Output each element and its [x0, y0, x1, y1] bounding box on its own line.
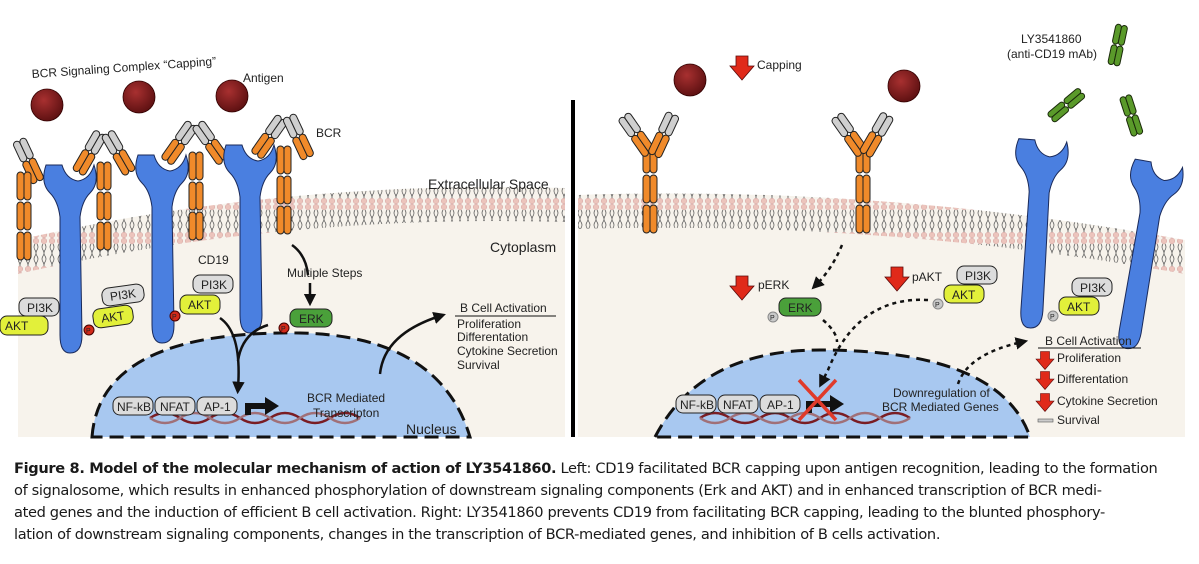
- svg-text:P: P: [172, 314, 177, 321]
- svg-text:ERK: ERK: [788, 301, 813, 315]
- pi3k-akt-left-1: PI3K AKT: [0, 297, 60, 336]
- antigen: [122, 80, 156, 114]
- dotted-arrow-akt-nucleus: [819, 298, 929, 388]
- arrow-erk-nucleus: [236, 323, 269, 362]
- svg-text:P: P: [281, 326, 286, 333]
- erk-left: ERK P: [278, 308, 333, 334]
- capping-down-arrow: [729, 55, 755, 81]
- membrane-left: [18, 187, 565, 274]
- pi3k-akt-left-3: PI3K AKT P: [169, 274, 234, 322]
- left-panel: BCR Signaling Complex “Capping” Antigen …: [0, 54, 565, 439]
- figure-caption: Figure 8. Model of the molecular mechani…: [14, 458, 1189, 546]
- membrane-right: [578, 193, 1185, 274]
- nucleus-label: Nucleus: [406, 421, 457, 437]
- antigen: [887, 69, 921, 103]
- activation-item: Cytokine Secretion: [457, 344, 558, 358]
- activation-item: Cytokine Secretion: [1057, 394, 1158, 408]
- transcription-label: BCR Mediated: [307, 391, 385, 405]
- capping-title-label: BCR Signaling Complex “Capping”: [31, 54, 216, 81]
- transcription-factors-right: NF-kB NFAT AP-1: [675, 394, 801, 414]
- svg-text:PI3K: PI3K: [201, 278, 227, 292]
- drug-label: (anti-CD19 mAb): [1007, 47, 1097, 61]
- pi3k-akt-right-1: PI3K AKT P: [932, 265, 998, 310]
- perk-label: pERK: [758, 278, 789, 292]
- activation-heading-left: B Cell Activation: [460, 301, 547, 315]
- svg-text:AKT: AKT: [5, 319, 29, 333]
- svg-text:P: P: [86, 328, 91, 335]
- svg-text:PI3K: PI3K: [27, 301, 53, 315]
- bcr-label: BCR: [316, 126, 342, 140]
- arrow-akt-nucleus: [219, 316, 245, 395]
- caption-line: of signalosome, which results in enhance…: [14, 482, 1102, 499]
- erk-right: ERK P: [767, 297, 822, 323]
- svg-text:NF-kB: NF-kB: [117, 400, 151, 414]
- right-panel: Capping LY3541860 (anti-CD19 mAb) pERK p…: [578, 23, 1186, 439]
- pi3k-akt-right-2: PI3K AKT P: [1047, 277, 1113, 322]
- activation-item: Differentation: [1057, 372, 1128, 386]
- arrow-steps: [291, 243, 310, 276]
- antigen: [215, 79, 249, 113]
- transcription-factors-left: NF-kB NFAT AP-1: [112, 396, 238, 416]
- svg-text:AKT: AKT: [1067, 300, 1091, 314]
- cd19-label: CD19: [198, 253, 229, 267]
- svg-text:PI3K: PI3K: [1080, 281, 1106, 295]
- extracellular-space-label: Extracellular Space: [428, 176, 549, 192]
- activation-heading-right: B Cell Activation: [1045, 334, 1132, 348]
- transcription-label: Transcripton: [313, 406, 379, 420]
- caption-line: lation of downstream signaling component…: [14, 526, 941, 543]
- activation-item: Differentation: [457, 330, 528, 344]
- svg-text:P: P: [1050, 314, 1055, 321]
- caption-line: Left: CD19 facilitated BCR capping upon …: [556, 460, 1158, 477]
- mechanism-figure: BCR Signaling Complex “Capping” Antigen …: [0, 23, 1186, 439]
- svg-text:ERK: ERK: [299, 312, 324, 326]
- activation-item: Survival: [1057, 413, 1100, 427]
- transcription-start-arrow: [245, 397, 279, 415]
- downregulation-label: BCR Mediated Genes: [882, 400, 999, 414]
- pakt-label: pAKT: [912, 270, 943, 284]
- svg-text:PI3K: PI3K: [109, 286, 137, 303]
- antigen-label: Antigen: [243, 71, 284, 85]
- transcription-start-arrow: [806, 395, 844, 413]
- arrow-activation: [378, 311, 446, 375]
- downregulation-label: Downregulation of: [893, 386, 990, 400]
- antigen: [30, 88, 64, 122]
- svg-text:P: P: [935, 302, 940, 309]
- equal-icon: [1037, 418, 1054, 423]
- caption-line: ated genes and the induction of efficien…: [14, 504, 1105, 521]
- dotted-arrow-erk-nucleus: [822, 319, 839, 343]
- activation-item: Proliferation: [1057, 351, 1121, 365]
- nucleus-right: [652, 348, 1033, 439]
- blocked-x-icon: [797, 378, 838, 422]
- antigen: [673, 63, 707, 97]
- capping-label: Capping: [757, 58, 802, 72]
- drug-label: LY3541860: [1021, 32, 1082, 46]
- svg-text:PI3K: PI3K: [965, 269, 991, 283]
- activation-item: Survival: [457, 358, 500, 372]
- dna-left: [149, 411, 361, 425]
- dotted-arrow-erk: [811, 244, 844, 290]
- svg-text:NF-kB: NF-kB: [680, 398, 714, 412]
- svg-text:P: P: [770, 315, 775, 322]
- svg-text:AP-1: AP-1: [767, 398, 794, 412]
- svg-text:AKT: AKT: [188, 298, 212, 312]
- caption-title: Figure 8. Model of the molecular mechani…: [14, 460, 557, 477]
- svg-text:NFAT: NFAT: [723, 398, 753, 412]
- pi3k-akt-left-2: PI3K AKT P: [83, 283, 145, 336]
- svg-text:AKT: AKT: [100, 308, 126, 325]
- svg-text:AP-1: AP-1: [204, 400, 231, 414]
- svg-text:NFAT: NFAT: [160, 400, 190, 414]
- multiple-steps-label: Multiple Steps: [287, 266, 362, 280]
- svg-text:AKT: AKT: [952, 288, 976, 302]
- activation-item: Proliferation: [457, 317, 521, 331]
- cytoplasm-label: Cytoplasm: [490, 239, 556, 255]
- dotted-arrow-activation: [956, 337, 1029, 385]
